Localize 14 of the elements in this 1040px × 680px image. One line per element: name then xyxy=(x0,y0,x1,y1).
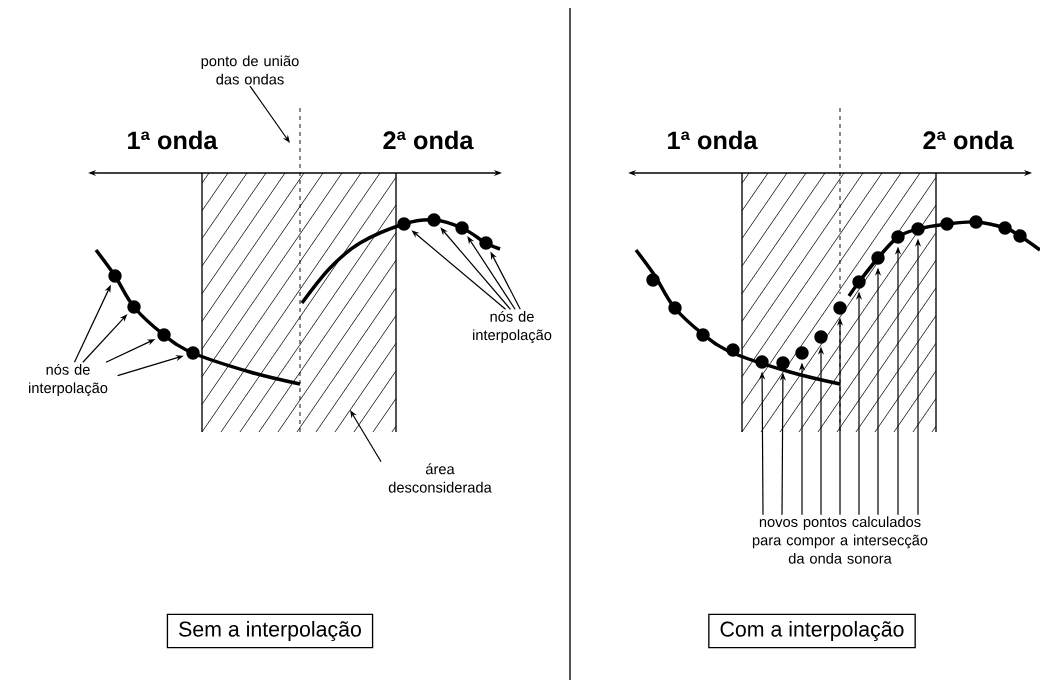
leader-arrow xyxy=(350,410,382,463)
caption-box: Sem a interpolação xyxy=(166,613,374,649)
leader-arrow xyxy=(249,85,290,143)
wave-label: 1ª onda xyxy=(128,130,218,150)
annotation-text: ponto de união das ondas xyxy=(201,55,299,85)
leader-arrow xyxy=(467,236,516,310)
wave-label: 2ª onda xyxy=(923,130,1014,150)
wave-label: 2ª onda xyxy=(383,130,474,150)
annotation-text: novos pontos calculados para compor a intersecção da onda sonora xyxy=(752,516,928,564)
annotation-text: nós de interpolação xyxy=(29,363,108,397)
wave-label: 1ª onda xyxy=(668,130,758,150)
annotation-text: área desconsiderada xyxy=(388,463,492,493)
annotation-text: nós de interpolação xyxy=(473,310,552,344)
caption-box: Com a interpolação xyxy=(708,613,916,649)
